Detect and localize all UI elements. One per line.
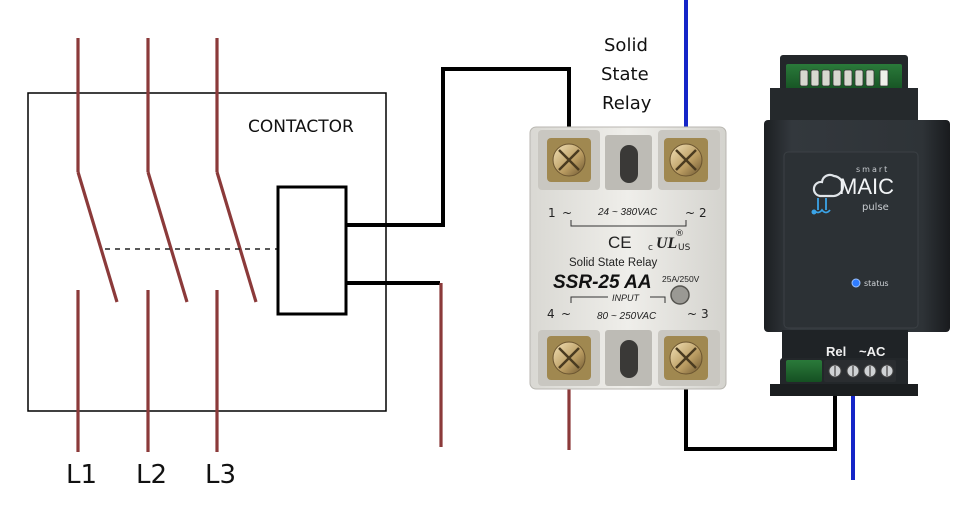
ssr-name: Solid State Relay bbox=[569, 257, 657, 269]
wire-ssr-3-to-rel bbox=[684, 365, 837, 451]
ssr-caption-line-1: Solid bbox=[604, 35, 648, 56]
contactor-coil bbox=[276, 185, 348, 316]
maic-bottom-foot bbox=[770, 384, 918, 396]
maic-top-terminal-slots bbox=[799, 69, 889, 87]
smart-maic-pulse: smart MAIC pulse status Rel ~AC bbox=[764, 55, 950, 396]
plug-icon bbox=[811, 198, 831, 215]
status-led bbox=[851, 278, 861, 288]
maic-bottom-terminal-green bbox=[786, 360, 822, 382]
ssr-input-voltage: 80 ~ 250VAC bbox=[597, 311, 657, 322]
ssr-input-bracket-right bbox=[650, 296, 666, 303]
maic-status-label: status bbox=[864, 279, 889, 288]
ssr-terminal-3: 3 bbox=[701, 307, 709, 321]
maic-brand-small: smart bbox=[856, 165, 889, 174]
ssr-ul-mark: UL bbox=[656, 235, 678, 252]
maic-rel-label: Rel bbox=[826, 344, 846, 359]
ssr-terminal-4: 4 bbox=[547, 307, 555, 321]
ssr-ul-c: c bbox=[648, 243, 653, 253]
contactor-box bbox=[27, 92, 387, 412]
phase-l3-switch-blade bbox=[215, 171, 258, 303]
phase-label-l2: L2 bbox=[136, 460, 167, 490]
phase-l1-switch-blade bbox=[76, 171, 119, 303]
contactor-title: CONTACTOR bbox=[248, 117, 354, 137]
ssr-reg-mark: ® bbox=[675, 229, 684, 239]
ssr-bottom-slot-hole bbox=[620, 340, 638, 378]
ssr-ce-mark: CE bbox=[608, 233, 632, 252]
ssr-screw-3 bbox=[664, 336, 708, 380]
ssr-body bbox=[529, 126, 727, 390]
maic-brand: MAIC bbox=[839, 174, 894, 199]
maic-product: pulse bbox=[862, 202, 889, 213]
ssr-load-voltage: 24 ~ 380VAC bbox=[597, 207, 658, 218]
ssr-load-bracket bbox=[570, 220, 687, 227]
maic-bottom-screw-slots bbox=[834, 366, 888, 376]
ssr-ul-us: US bbox=[678, 243, 691, 253]
ssr-caption-line-3: Relay bbox=[602, 93, 652, 114]
ssr-top-slot-hole bbox=[620, 145, 638, 183]
phase-l2-switch-blade bbox=[146, 171, 189, 303]
maic-logo: smart MAIC pulse bbox=[811, 165, 894, 215]
maic-bottom-terminal bbox=[824, 360, 896, 382]
ssr-terminal-2: 2 bbox=[699, 206, 707, 220]
ssr-caption-line-2: State bbox=[601, 64, 649, 85]
ssr-terminal-1-tilde: ~ bbox=[562, 206, 572, 220]
ssr-screw-1 bbox=[547, 138, 591, 182]
ssr-terminal-1: 1 bbox=[548, 206, 556, 220]
ssr-terminal-2-tilde: ~ bbox=[685, 206, 695, 220]
cloud-logo-icon bbox=[812, 173, 845, 198]
ssr-indicator-led bbox=[670, 285, 690, 305]
ssr-terminal-3-tilde: ~ bbox=[687, 307, 697, 321]
maic-upper-shoulder bbox=[770, 88, 918, 126]
ssr-screw-2 bbox=[664, 138, 708, 182]
maic-lower-shoulder bbox=[782, 330, 908, 360]
ssr-model: SSR-25 AA bbox=[553, 272, 652, 293]
phase-label-l1: L1 bbox=[66, 460, 97, 490]
wire-coil-to-ssr-1 bbox=[346, 67, 571, 227]
solid-state-relay: Solid State Relay bbox=[529, 35, 727, 390]
maic-ac-label: ~AC bbox=[859, 344, 886, 359]
ssr-input-label: INPUT bbox=[612, 293, 641, 303]
contactor: CONTACTOR L1 L2 L3 bbox=[27, 38, 387, 490]
ssr-rating: 25A/250V bbox=[662, 274, 700, 284]
ssr-screw-4 bbox=[547, 336, 591, 380]
ssr-input-bracket bbox=[570, 296, 608, 303]
ssr-terminal-4-tilde: ~ bbox=[561, 307, 571, 321]
phase-label-l3: L3 bbox=[205, 460, 236, 490]
